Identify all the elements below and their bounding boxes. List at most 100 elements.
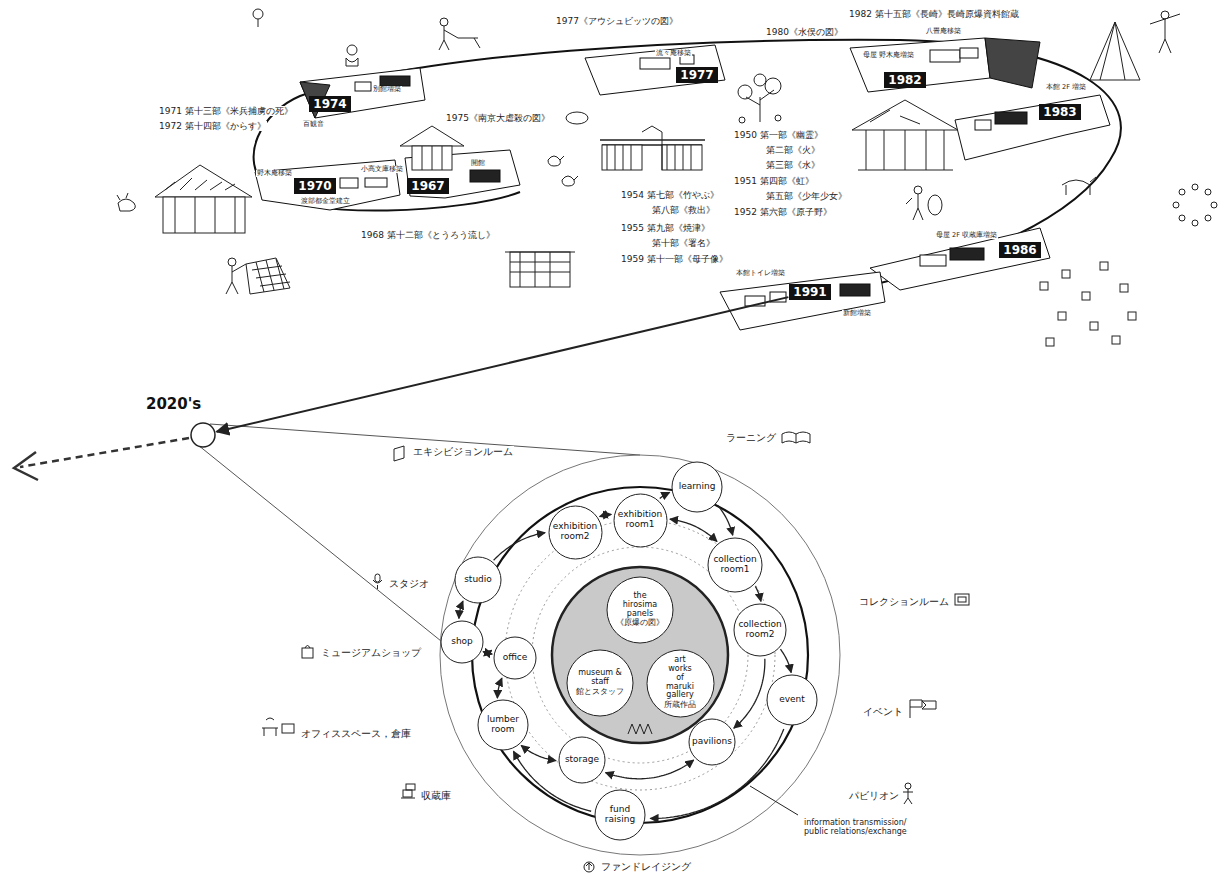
room-circle: learning <box>671 461 723 513</box>
work-title: 1971 第十三部《米兵捕虜の死》 <box>158 106 294 116</box>
node-label: museum & staff <box>576 669 624 687</box>
area-label: オフィススペース，倉庫 <box>300 728 412 740</box>
node-text: exhibition room2 <box>553 522 597 542</box>
work-title: 1968 第十二部《とうろう流し》 <box>360 230 496 240</box>
node-label: exhibition room2 <box>553 522 597 542</box>
node-label: lumber room <box>487 715 519 735</box>
year-label: 1967 <box>411 179 444 193</box>
node-text: studio <box>464 575 492 585</box>
core-circle: art works of maruki gallery所蔵作品 <box>646 649 715 718</box>
node-text: collection room2 <box>738 620 781 640</box>
plan-note: 流々庵移築 <box>655 50 692 57</box>
area-label: パビリオン <box>848 790 900 802</box>
year-label: 1991 <box>793 285 826 299</box>
note: information transmission/ public relatio… <box>803 818 930 836</box>
plan-note: 母屋 野木庵増築 <box>862 52 915 59</box>
year-box: 1986 <box>999 242 1040 258</box>
year-box: 1983 <box>1039 104 1080 120</box>
circle-outline <box>494 637 536 679</box>
year-box: 1970 <box>294 178 335 194</box>
work-title: 1977《アウシュビッツの図》 <box>555 16 679 26</box>
flow-arrow <box>734 659 765 728</box>
plan-note: 新館増築 <box>842 310 872 317</box>
room-circle: office <box>493 636 537 680</box>
year-label: 1970 <box>298 179 331 193</box>
circle-outline <box>595 790 645 840</box>
circle-outline <box>607 577 673 643</box>
circle-outline <box>614 494 667 547</box>
future-arrow <box>14 438 189 480</box>
year-box: 1982 <box>884 72 925 88</box>
area-label: ファンドレイジング <box>600 861 692 873</box>
node-text: fund raising <box>605 805 635 825</box>
flow-arrow <box>718 506 733 536</box>
circle-outline <box>567 650 633 716</box>
core-circle: museum & staff館とスタッフ <box>566 649 634 717</box>
plan-note: 母屋 2F 収蔵庫増築 <box>935 232 998 239</box>
year-label: 1986 <box>1003 243 1036 257</box>
node-text: shop <box>451 637 473 647</box>
area-label: イベント <box>862 706 904 718</box>
node-label: collection room1 <box>713 555 756 575</box>
room-circle: collection room2 <box>733 603 787 657</box>
plan-note: 渡部都金堂建立 <box>300 198 351 205</box>
node-label: studio <box>464 575 492 585</box>
work-title: 第十部《署名》 <box>651 238 716 248</box>
node-text: office <box>503 653 528 663</box>
year-box: 1974 <box>309 96 350 112</box>
plan-note: 八畳庵移築 <box>925 28 962 35</box>
work-title: 1980《水俣の図》 <box>765 27 844 37</box>
area-label: 収蔵庫 <box>420 790 452 802</box>
room-circle: lumber room <box>477 699 529 751</box>
node-label: pavilions <box>692 737 732 747</box>
work-title: 第二部《火》 <box>765 145 821 155</box>
work-title: 第五部《少年少女》 <box>765 191 848 201</box>
room-circle: exhibition room1 <box>613 493 668 548</box>
flow-arrow <box>781 649 792 672</box>
circle-outline <box>441 621 483 663</box>
work-title: 1982 第十五部《長崎》長崎原爆資料館蔵 <box>848 9 1020 19</box>
plan-note: 野木庵移築 <box>256 170 293 177</box>
node-text: art works of maruki gallery所蔵作品 <box>664 656 696 710</box>
flow-arrow <box>459 601 463 618</box>
year-label: 1982 <box>888 73 921 87</box>
circle-outline <box>455 557 501 603</box>
node-text: learning <box>679 482 716 492</box>
area-label: エキシビジョンルーム <box>412 446 514 458</box>
work-title: 1952 第六部《原子野》 <box>733 207 833 217</box>
year-box: 1967 <box>407 178 448 194</box>
node-text: lumber room <box>487 715 519 735</box>
circle-outline <box>191 423 215 447</box>
year-label: 1974 <box>313 97 346 111</box>
year-label: 1983 <box>1043 105 1076 119</box>
area-label: ミュージアムショップ <box>320 647 422 659</box>
flow-arrow <box>217 297 789 432</box>
area-label: ラーニング <box>725 432 777 444</box>
work-title: 1950 第一部《幽霊》 <box>733 130 824 140</box>
room-circle: storage <box>558 736 606 784</box>
plan-note: 開館 <box>470 160 486 167</box>
flow-arrow <box>650 729 783 818</box>
flow-arrow <box>755 586 761 601</box>
circle-outline <box>190 422 216 448</box>
node-text: collection room1 <box>713 555 756 575</box>
room-circle: exhibition room2 <box>548 505 603 560</box>
node-label: 《原爆の図》 <box>616 619 664 628</box>
work-title: 第三部《水》 <box>765 160 821 170</box>
work-title: 1972 第十四部《からす》 <box>158 121 267 131</box>
node-label: fund raising <box>605 805 635 825</box>
rings <box>440 455 840 855</box>
circle-outline <box>478 700 528 750</box>
work-title: 1959 第十一部《母子像》 <box>620 254 729 264</box>
flow-arrow <box>483 652 492 654</box>
flow-arrow <box>494 533 545 561</box>
flow-arrow <box>670 519 717 541</box>
area-label: コレクションルーム <box>858 596 950 608</box>
area-icons <box>262 432 969 872</box>
node-label: the hirosima panels <box>616 592 664 618</box>
flow-arrow <box>606 760 694 779</box>
work-title: 1954 第七部《竹やぶ》 <box>620 190 720 200</box>
node-label: 2020's <box>146 395 201 413</box>
year-box: 1991 <box>789 284 830 300</box>
room-circle: shop <box>440 620 484 664</box>
